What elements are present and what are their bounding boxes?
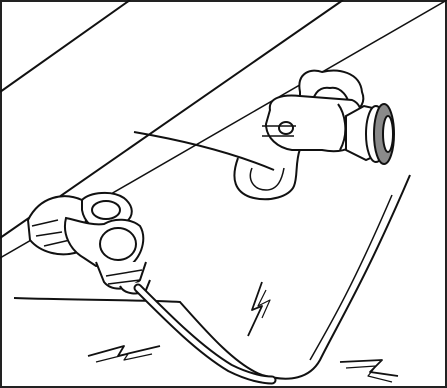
hitch-ring-3 xyxy=(383,116,393,152)
plug-face xyxy=(100,228,136,260)
hitch-bolt-icon xyxy=(279,122,293,134)
socket-cap-inner xyxy=(92,201,120,219)
